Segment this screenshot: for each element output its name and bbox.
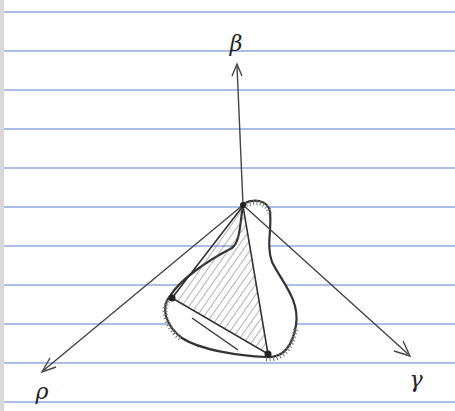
axis-label: γ xyxy=(409,369,422,391)
axis-label: β xyxy=(230,33,243,55)
notebook-lines xyxy=(0,12,455,402)
vertex-dot xyxy=(240,202,246,208)
page-edge xyxy=(0,0,4,411)
vertex-dot xyxy=(265,351,272,358)
chord-line xyxy=(192,318,238,350)
vertex-dot xyxy=(169,295,176,302)
blob-region xyxy=(165,201,296,357)
blob-hatching xyxy=(165,203,296,359)
axes xyxy=(42,64,410,372)
shaded-triangle xyxy=(172,206,268,354)
axis-label: ρ xyxy=(36,381,49,403)
